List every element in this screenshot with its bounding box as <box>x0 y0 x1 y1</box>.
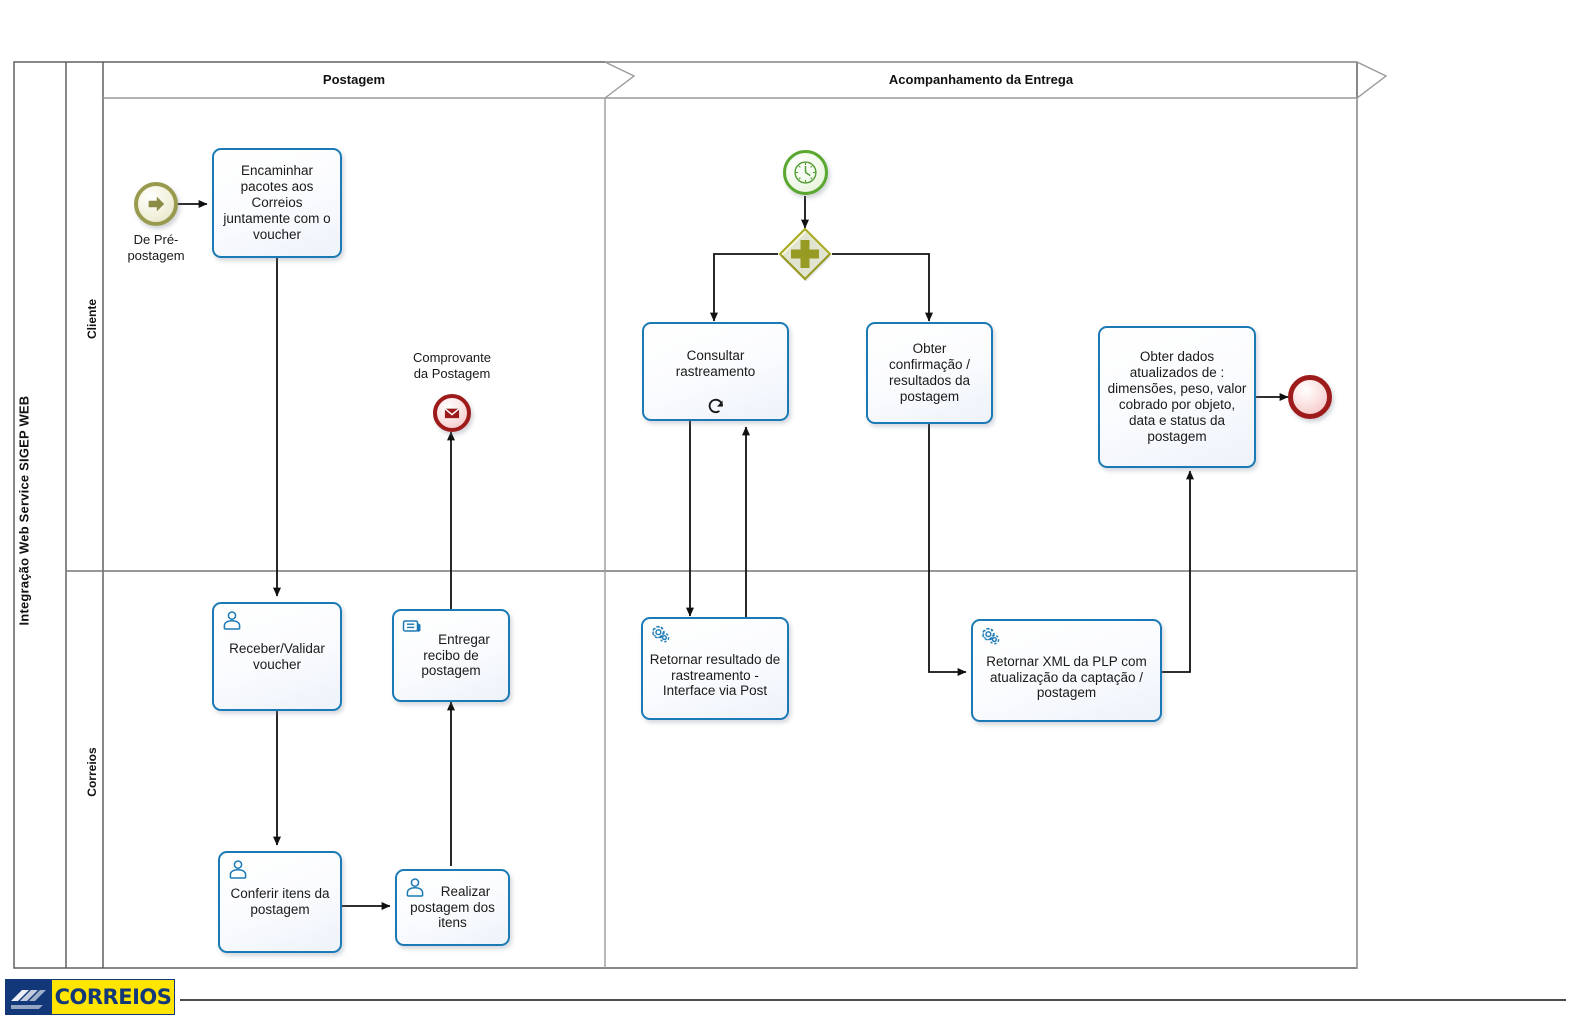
task-label: Receber/Validar voucher <box>229 640 325 672</box>
phase-title-acompanhamento: Acompanhamento da Entrega <box>888 72 1074 87</box>
task-label: Encaminhar pacotes aos Correios juntamen… <box>223 163 331 242</box>
correios-arrows-icon <box>5 979 51 1015</box>
user-task-icon <box>406 878 424 897</box>
service-task-icon <box>982 627 1000 645</box>
task-label: Entregar recibo de postagem <box>421 631 490 679</box>
flow-gateway-to-obter-confirmacao <box>832 253 933 322</box>
task-conferir-itens[interactable]: Conferir itens da postagem <box>218 851 342 953</box>
task-label: Retornar resultado de rastreamento - Int… <box>649 651 781 699</box>
envelope-icon <box>444 408 460 419</box>
task-label: Conferir itens da postagem <box>230 886 330 917</box>
flow-retornar-xml-to-obter-dados <box>1162 470 1194 673</box>
task-realizar-postagem[interactable]: Realizar postagem dos itens <box>395 869 510 946</box>
timer-start-event[interactable] <box>783 150 828 195</box>
loop-icon <box>708 398 723 414</box>
user-task-icon <box>223 611 241 630</box>
message-end-event-label: Comprovante da Postagem <box>412 350 492 381</box>
task-encaminhar-pacotes[interactable]: Encaminhar pacotes aos Correios juntamen… <box>212 148 342 258</box>
phase-title-postagem: Postagem <box>322 72 386 87</box>
gateway-shape <box>778 227 832 282</box>
task-consultar-rastreamento[interactable]: Consultar rastreamento <box>642 322 789 421</box>
task-label: Obter confirmação / resultados da postag… <box>888 341 971 404</box>
parallel-gateway[interactable] <box>778 227 832 282</box>
pool-label: Integração Web Service SIGEP WEB <box>16 395 32 626</box>
start-event-pre-postagem[interactable] <box>134 182 178 226</box>
arrow-right-icon <box>148 196 165 212</box>
end-event[interactable] <box>1288 375 1332 419</box>
flow-obter-confirmacao-to-retornar-xml <box>928 424 967 676</box>
message-end-event-comprovante[interactable] <box>433 394 471 432</box>
flow-gateway-to-consultar <box>710 253 778 322</box>
manual-task-icon <box>402 620 421 633</box>
task-retornar-xml-plp[interactable]: Retornar XML da PLP com atualização da c… <box>971 619 1162 722</box>
task-label: Realizar postagem dos itens <box>410 883 495 931</box>
lane-label-correios: Correios <box>85 747 99 797</box>
task-retornar-resultado-rastreamento[interactable]: Retornar resultado de rastreamento - Int… <box>641 617 789 720</box>
task-entregar-recibo[interactable]: Entregar recibo de postagem <box>392 609 510 702</box>
correios-wordmark: CORREIOS <box>51 979 175 1015</box>
user-task-icon <box>229 860 247 879</box>
service-task-icon <box>652 625 670 643</box>
sequence-flows <box>176 196 1289 910</box>
phase-dividers <box>604 61 1388 968</box>
task-obter-dados-atualizados[interactable]: Obter dados atualizados de : dimensões, … <box>1098 326 1256 468</box>
task-label: Consultar rastreamento <box>675 347 756 379</box>
task-obter-confirmacao[interactable]: Obter confirmação / resultados da postag… <box>866 322 993 424</box>
clock-icon <box>794 161 817 184</box>
task-label: Obter dados atualizados de : dimensões, … <box>1107 349 1247 444</box>
task-label: Retornar XML da PLP com atualização da c… <box>986 653 1147 701</box>
task-receber-validar-voucher[interactable]: Receber/Validar voucher <box>212 602 342 711</box>
start-event-label: De Pré- postagem <box>127 232 185 263</box>
correios-logo: CORREIOS <box>5 979 175 1015</box>
correios-wordmark-text: CORREIOS <box>54 985 172 1009</box>
